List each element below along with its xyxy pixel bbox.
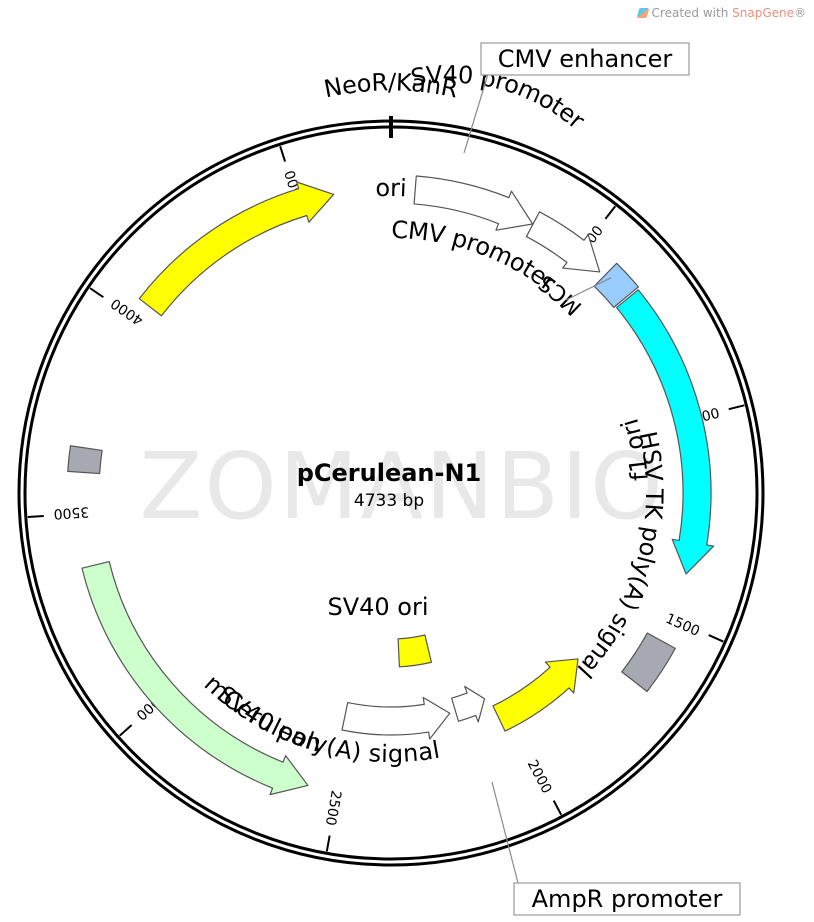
callout-line-mcs [565, 277, 612, 301]
callout-label-ampr-promoter: AmpR promoter [532, 885, 723, 913]
tick-label-2500: 2500 [322, 789, 344, 827]
snapgene-logo-icon [636, 8, 649, 18]
callout-line-ampr-promoter [491, 781, 519, 884]
tick-mark-1500 [708, 634, 724, 643]
feature-layer [67, 175, 715, 796]
tick-mark-1000 [728, 404, 745, 411]
tick-label-1500: 1500 [663, 611, 702, 640]
tick-mark-4500 [279, 145, 287, 162]
feature-sv40-promoter[interactable] [341, 696, 451, 740]
tick-mark-3500 [27, 514, 44, 519]
label-text-neor-kanr: NeoR/KanR [322, 68, 461, 103]
feature-cmv-enhancer[interactable] [413, 175, 534, 231]
feature-ampr-promoter[interactable] [451, 685, 486, 723]
feature-cmv-promoter[interactable] [525, 211, 601, 273]
label-neor-kanr: NeoR/KanR [322, 68, 461, 103]
snapgene-credit: Created with SnapGene® [636, 6, 806, 20]
tick-mark-500 [604, 205, 617, 220]
label-text-ori: ori [375, 174, 407, 202]
label-sv40-ori: SV40 ori [327, 593, 428, 621]
feature-ori[interactable] [138, 181, 335, 317]
callout-line-cmv-enhancer [463, 73, 489, 154]
callout-box-cmv-enhancer [480, 42, 690, 76]
tick-label-2000: 2000 [524, 757, 555, 796]
tick-label-3500: 3500 [53, 503, 90, 521]
credit-prefix: Created with [651, 6, 733, 20]
feature-neor-kanr[interactable] [81, 560, 309, 796]
watermark-text: ZOMANBIO [139, 433, 664, 540]
feature-hsv-tk-polya[interactable] [67, 445, 103, 475]
feature-sv40-polya[interactable] [621, 632, 676, 693]
label-ori: ori [375, 174, 407, 202]
feature-f1-ori[interactable] [492, 658, 579, 732]
plasmid-size: 4733 bp [354, 491, 424, 511]
callout-label-cmv-enhancer: CMV enhancer [498, 45, 673, 73]
callout-box-ampr-promoter [513, 882, 741, 916]
tick-mark-3000 [119, 724, 133, 737]
feature-sv40-ori[interactable] [397, 634, 432, 668]
tick-mark-4000 [89, 287, 104, 298]
credit-brand: SnapGene [732, 6, 794, 20]
feature-mcs[interactable] [593, 262, 639, 308]
tick-mark-2000 [552, 800, 563, 816]
feature-mcerulean[interactable] [615, 289, 715, 575]
credit-mark: ® [794, 6, 806, 20]
tick-mark-2500 [325, 835, 331, 852]
plasmid-name: pCerulean-N1 [297, 459, 482, 487]
